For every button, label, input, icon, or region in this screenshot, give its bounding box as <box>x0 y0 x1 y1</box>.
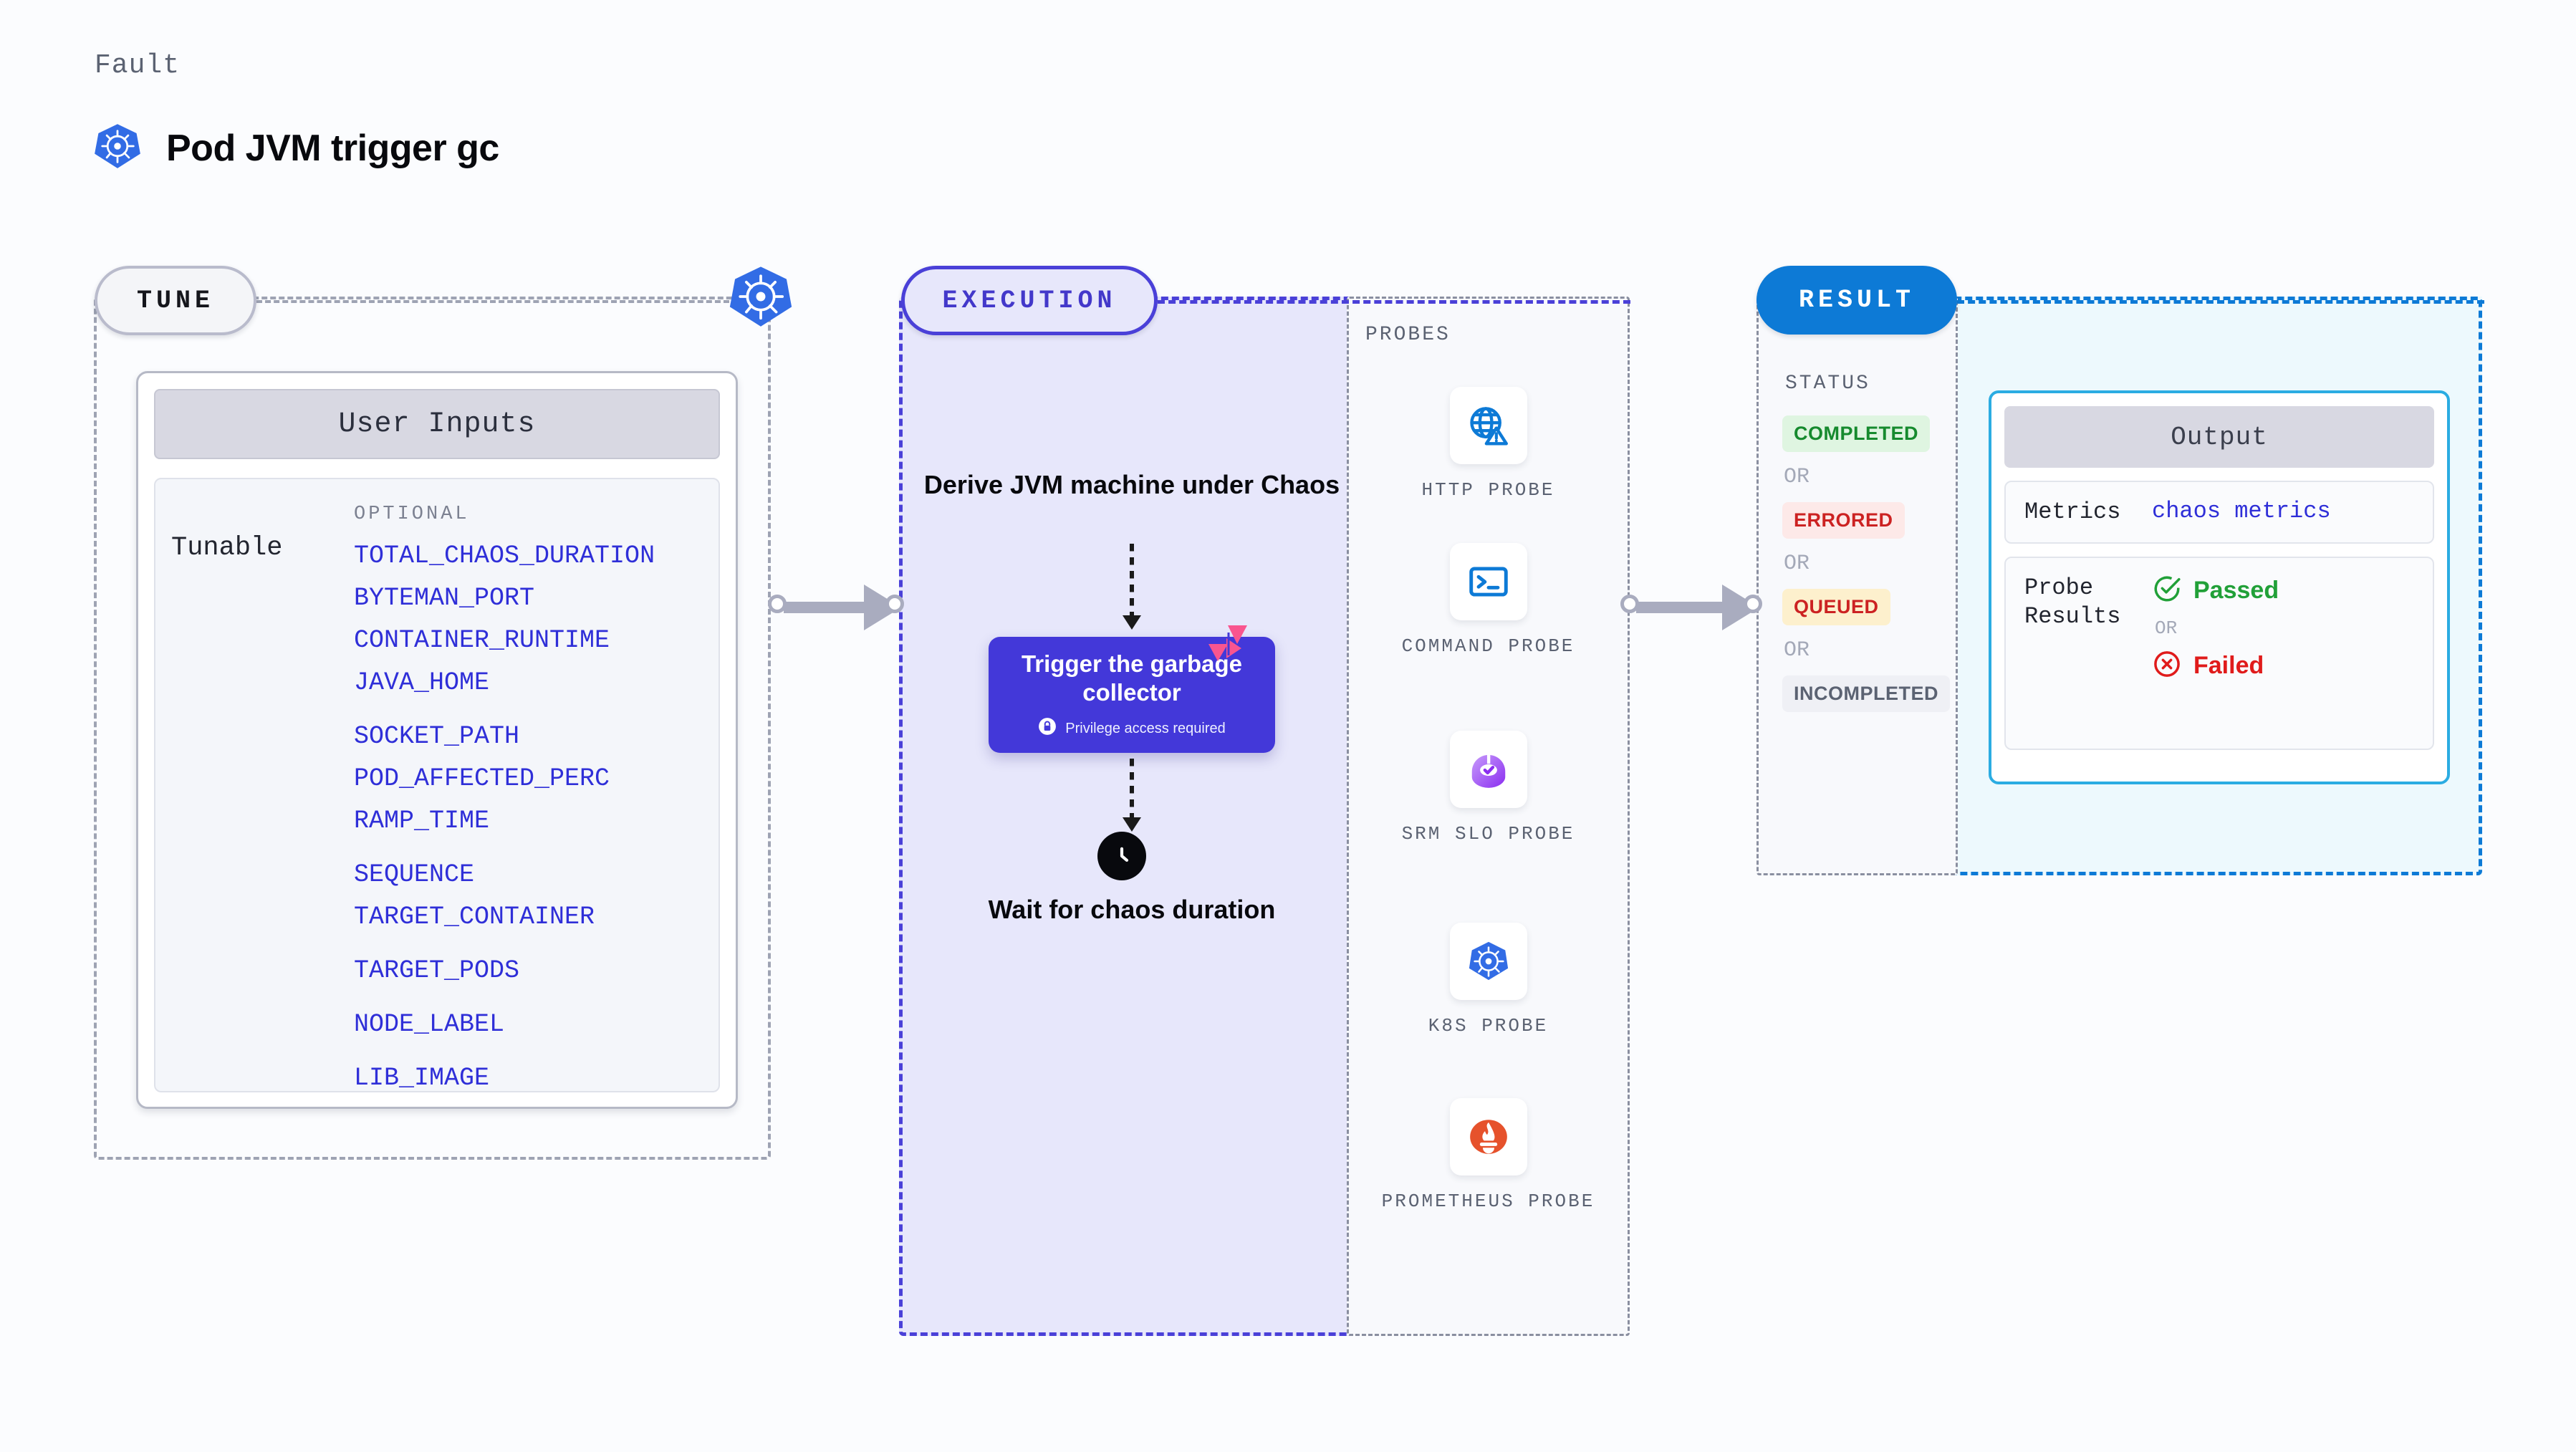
execution-pill[interactable]: EXECUTION <box>901 266 1158 335</box>
kubernetes-icon <box>728 264 794 330</box>
probe-item-prometheus[interactable]: PROMETHEUS PROBE <box>1347 1098 1630 1214</box>
globe-warning-icon <box>1449 387 1527 464</box>
output-header: Output <box>2004 406 2434 468</box>
probe-results-row: Probe Results Passed OR <box>2004 557 2434 750</box>
execution-pill-link-line <box>1158 300 1630 304</box>
privilege-note: Privilege access required <box>1038 717 1226 740</box>
x-circle-icon <box>2152 649 2182 683</box>
probe-result-failed: Failed <box>2152 649 2279 683</box>
tunable-variable[interactable]: TOTAL_CHAOS_DURATION <box>354 542 655 570</box>
optional-label: OPTIONAL <box>354 504 470 525</box>
page-title: Pod JVM trigger gc <box>166 127 499 169</box>
result-pill-link-line <box>1957 300 2484 304</box>
flow-arrow-head <box>1123 615 1141 630</box>
probe-label: SRM SLO PROBE <box>1401 823 1575 845</box>
clock-icon <box>1097 832 1146 880</box>
probe-label: PROMETHEUS PROBE <box>1381 1191 1595 1212</box>
tunable-variable[interactable]: TARGET_PODS <box>354 956 520 985</box>
metrics-label: Metrics <box>2024 499 2121 525</box>
probe-results-values: Passed OR Failed <box>2152 574 2279 733</box>
kubernetes-icon <box>1449 923 1527 1000</box>
probe-item-http[interactable]: HTTP PROBE <box>1347 387 1630 503</box>
probe-results-label: Probe Results <box>2024 574 2121 630</box>
probe-item-k8s[interactable]: K8S PROBE <box>1347 923 1630 1039</box>
tunable-section: Tunable OPTIONAL TOTAL_CHAOS_DURATION BY… <box>154 478 720 1092</box>
status-or-label: OR <box>1784 552 1810 576</box>
tunable-variable[interactable]: LIB_IMAGE <box>354 1064 490 1092</box>
tunable-variable[interactable]: SOCKET_PATH <box>354 722 520 751</box>
probe-or-label: OR <box>2155 617 2178 639</box>
tunable-variable[interactable]: RAMP_TIME <box>354 807 490 835</box>
tunable-variable-list: OPTIONAL TOTAL_CHAOS_DURATION BYTEMAN_PO… <box>354 501 719 1091</box>
check-circle-icon <box>2152 574 2182 607</box>
tune-panel <box>94 297 771 1160</box>
terminal-icon <box>1449 543 1527 620</box>
tune-pill-link-line <box>256 300 729 303</box>
tunable-variable[interactable]: JAVA_HOME <box>354 668 490 697</box>
status-or-label: OR <box>1784 465 1810 489</box>
page-title-row: Pod JVM trigger gc <box>93 122 499 174</box>
privilege-note-text: Privilege access required <box>1065 720 1226 736</box>
metrics-value[interactable]: chaos metrics <box>2152 498 2331 524</box>
tunable-variable[interactable]: BYTEMAN_PORT <box>354 584 535 612</box>
tunable-label: Tunable <box>171 533 283 563</box>
status-subpanel <box>1756 297 1958 875</box>
user-inputs-header: User Inputs <box>154 389 720 459</box>
litmus-icon <box>1207 624 1249 663</box>
user-inputs-card: User Inputs Tunable OPTIONAL TOTAL_CHAOS… <box>136 371 738 1109</box>
execution-step-derive: Derive JVM machine under Chaos <box>923 470 1340 499</box>
status-badge: COMPLETED <box>1782 415 1931 452</box>
flow-arrow-line <box>1130 759 1134 823</box>
probe-result-passed: Passed <box>2152 574 2279 607</box>
tunable-variable[interactable]: POD_AFFECTED_PERC <box>354 764 610 793</box>
status-badge-list: COMPLETED OR ERRORED OR QUEUED OR INCOMP… <box>1782 415 1954 712</box>
trigger-gc-title: Trigger the garbage collector <box>1021 650 1243 706</box>
kubernetes-icon <box>93 122 142 174</box>
metrics-row: Metrics chaos metrics <box>2004 481 2434 544</box>
flow-arrow-head <box>1123 817 1141 832</box>
execution-step-wait: Wait for chaos duration <box>988 895 1276 924</box>
status-or-label: OR <box>1784 638 1810 663</box>
status-badge: QUEUED <box>1782 589 1890 625</box>
probe-label: COMMAND PROBE <box>1401 635 1575 657</box>
status-badge: INCOMPLETED <box>1782 675 1951 712</box>
connector-probes-to-result <box>1620 585 1764 630</box>
tunable-variable[interactable]: SEQUENCE <box>354 860 475 889</box>
lock-icon <box>1038 717 1057 740</box>
slo-gauge-icon <box>1449 731 1527 808</box>
probe-label: HTTP PROBE <box>1421 479 1555 501</box>
status-badge: ERRORED <box>1782 502 1905 539</box>
page-eyebrow: Fault <box>95 50 181 81</box>
probe-result-passed-text: Passed <box>2193 577 2279 604</box>
probes-title: PROBES <box>1365 324 1451 346</box>
prometheus-icon <box>1449 1098 1527 1175</box>
probe-item-srm-slo[interactable]: SRM SLO PROBE <box>1347 731 1630 847</box>
flow-arrow-line <box>1130 544 1134 615</box>
tunable-variable[interactable]: CONTAINER_RUNTIME <box>354 626 610 655</box>
tunable-variable[interactable]: NODE_LABEL <box>354 1010 505 1039</box>
result-pill[interactable]: RESULT <box>1756 266 1957 335</box>
output-card: Output Metrics chaos metrics Probe Resul… <box>1989 390 2450 784</box>
tune-pill[interactable]: TUNE <box>95 266 256 335</box>
probe-item-command[interactable]: COMMAND PROBE <box>1347 543 1630 659</box>
status-title: STATUS <box>1785 372 1870 395</box>
probe-label: K8S PROBE <box>1428 1015 1549 1037</box>
tunable-variable[interactable]: TARGET_CONTAINER <box>354 903 595 931</box>
probe-result-failed-text: Failed <box>2193 652 2264 679</box>
connector-tune-to-execution <box>768 585 904 630</box>
